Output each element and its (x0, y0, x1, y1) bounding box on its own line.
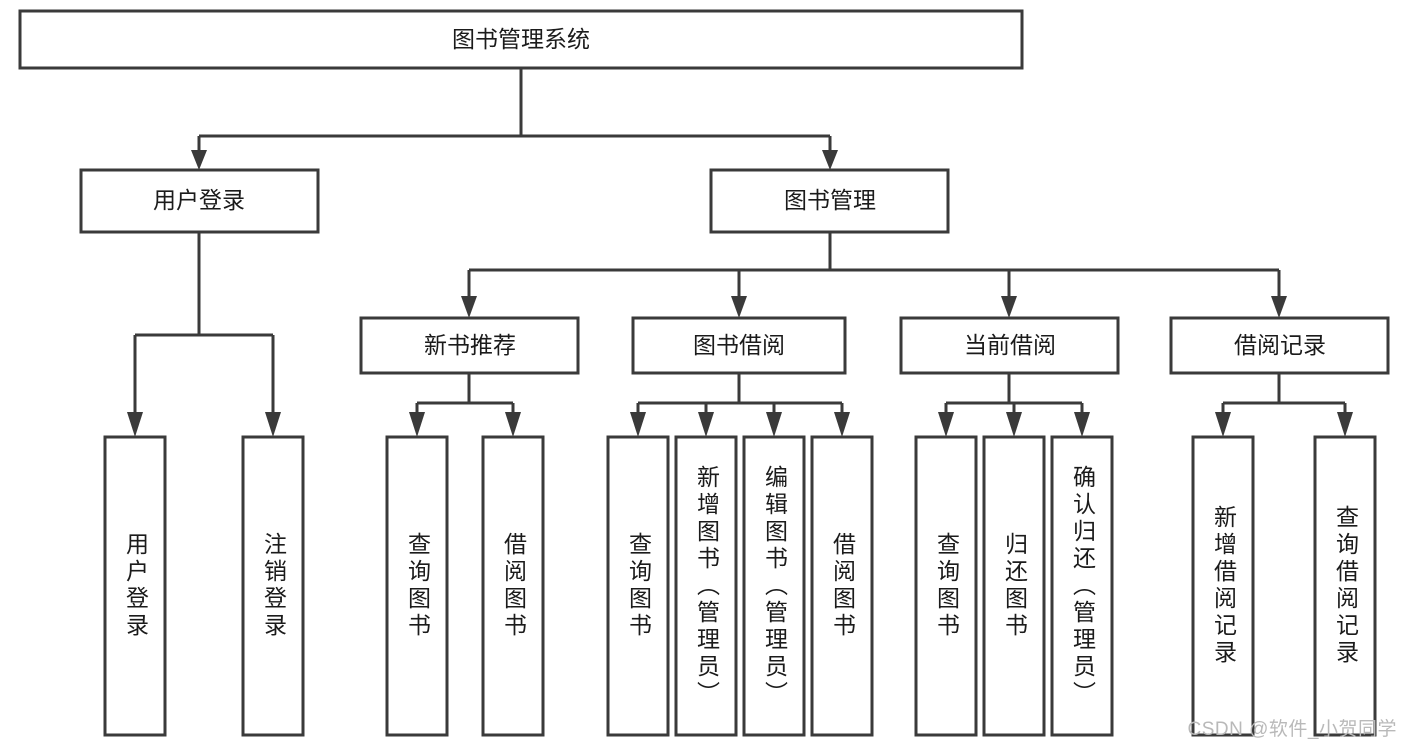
arrowhead-borrow (731, 296, 747, 318)
node-book-management-label: 图书管理 (784, 187, 876, 213)
node-book-borrow-box[interactable] (631, 316, 847, 375)
leaf-box-borrow-book-a[interactable] (481, 435, 545, 737)
leaf-box-query-book-c[interactable] (914, 435, 978, 737)
connector-records-to-leaves (1215, 373, 1353, 437)
arrowhead-leaf-query-record (1337, 412, 1353, 437)
node-new-book-recommend-label: 新书推荐 (424, 332, 516, 358)
arrowhead-leaf-borrow-book-b (834, 412, 850, 437)
node-user-login[interactable]: 用户登录 (79, 168, 320, 234)
arrowhead-leaf-add-book (698, 412, 714, 437)
leaf-box-query-book-a[interactable] (385, 435, 449, 737)
connector-newbook-to-leaves (409, 373, 521, 437)
arrowhead-leaf-query-book-c (938, 412, 954, 437)
node-new-book-recommend[interactable]: 新书推荐 (359, 316, 580, 375)
arrowhead-book-mgmt (822, 150, 838, 170)
leaf-box-add-book[interactable] (674, 435, 738, 737)
node-current-borrow-label: 当前借阅 (964, 332, 1056, 358)
node-borrow-records[interactable]: 借阅记录 (1169, 316, 1390, 375)
node-borrow-records-label: 借阅记录 (1234, 332, 1326, 358)
node-book-management-box[interactable] (709, 168, 950, 234)
arrowhead-leaf-query-book-b (630, 412, 646, 437)
connector-bookmgmt-to-level3 (461, 232, 1287, 318)
connector-current-to-leaves (938, 373, 1090, 437)
leaf-box-edit-book[interactable] (742, 435, 806, 737)
leaf-box-query-book-b[interactable] (606, 435, 670, 737)
node-user-login-label: 用户登录 (153, 187, 245, 213)
node-borrow-records-label-box[interactable] (1169, 316, 1390, 375)
leaf-box-add-record[interactable] (1191, 435, 1255, 737)
leaf-box-query-record[interactable] (1313, 435, 1377, 737)
node-new-book-recommend-box[interactable] (359, 316, 580, 375)
arrowhead-user-login (191, 150, 207, 170)
leaf-box-user-login[interactable] (103, 435, 167, 737)
node-user-login-box[interactable] (79, 168, 320, 234)
node-book-management[interactable]: 图书管理 (709, 168, 950, 234)
leaf-box-return-book[interactable] (982, 435, 1046, 737)
arrowhead-leaf-logout (265, 412, 281, 437)
arrowhead-leaf-edit-book (766, 412, 782, 437)
arrowhead-leaf-confirm-return (1074, 412, 1090, 437)
connector-userlogin-to-leaves (127, 232, 281, 437)
arrowhead-records (1271, 296, 1287, 318)
node-current-borrow-box[interactable] (899, 316, 1120, 375)
node-root-label: 图书管理系统 (452, 26, 590, 52)
connector-bookborrow-to-leaves (630, 373, 850, 437)
arrowhead-new-book (461, 296, 477, 318)
node-book-borrow-label: 图书借阅 (693, 332, 785, 358)
node-root-box[interactable] (18, 9, 1024, 70)
leaf-box-confirm-return[interactable] (1050, 435, 1114, 737)
watermark-text: CSDN @软件_小贺同学 (1187, 719, 1397, 740)
leaf-box-borrow-book-b[interactable] (810, 435, 874, 737)
node-root[interactable]: 图书管理系统 (18, 9, 1024, 70)
arrowhead-leaf-user-login (127, 412, 143, 437)
connector-root-to-level2 (191, 68, 838, 170)
node-current-borrow[interactable]: 当前借阅 (899, 316, 1120, 375)
arrowhead-leaf-add-record (1215, 412, 1231, 437)
arrowhead-current (1001, 296, 1017, 318)
leaf-box-logout[interactable] (241, 435, 305, 737)
node-book-borrow[interactable]: 图书借阅 (631, 316, 847, 375)
arrowhead-leaf-borrow-book-a (505, 412, 521, 437)
arrowhead-leaf-return-book (1006, 412, 1022, 437)
arrowhead-leaf-query-book-a (409, 412, 425, 437)
